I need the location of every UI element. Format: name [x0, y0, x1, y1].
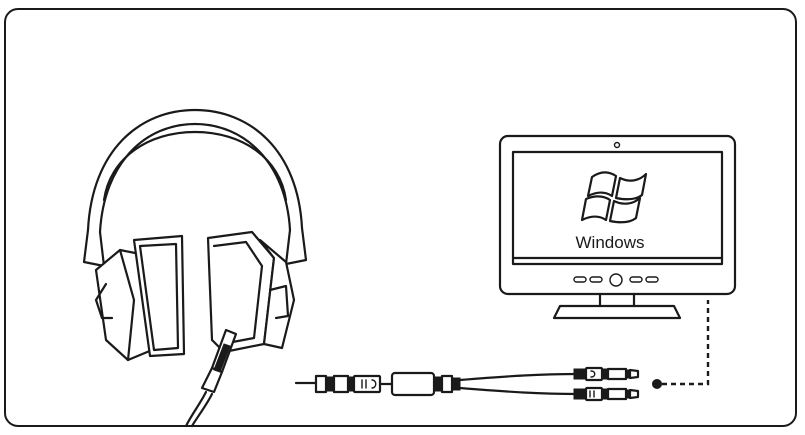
connection-indicator: [652, 300, 710, 389]
y-splitter-cable-icon: [294, 366, 640, 402]
dashed-connector: [662, 300, 710, 386]
right-ear-cup: [206, 230, 296, 354]
left-ear-cup: [94, 234, 186, 362]
windows-logo-icon: [580, 171, 648, 224]
connection-dot: [652, 379, 662, 389]
microphone-boom: [200, 328, 238, 394]
monitor-icon: Windows: [498, 134, 737, 320]
headphones-icon: [82, 108, 308, 428]
os-label: Windows: [576, 233, 645, 252]
monitor-buttons: [573, 273, 659, 287]
